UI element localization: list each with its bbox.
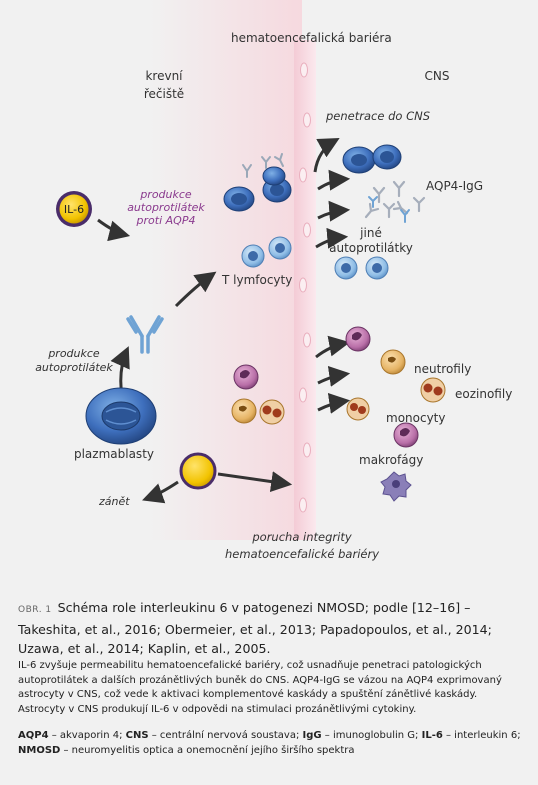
abbr-definition: – centrální nervová soustava;: [148, 730, 303, 741]
t-lymphocyte-icon: [365, 256, 389, 280]
abbr-term: AQP4: [18, 730, 49, 741]
antibody-large-icon: [126, 315, 164, 354]
b-cell-icon: [262, 166, 286, 186]
small-antibody-icons: [242, 153, 284, 178]
arrow-to-porucha: [217, 471, 293, 493]
abbr-definition: – imunoglobulin G;: [321, 730, 422, 741]
neutrophil-icon: [380, 349, 406, 375]
figure-caption-body: IL-6 zvyšuje permeabilitu hematoencefali…: [18, 660, 502, 715]
monocyty-label: monocyty: [386, 411, 445, 425]
macrophage-icon: [380, 471, 412, 502]
barrier-cells: [299, 62, 311, 513]
pink-cell-icon: [345, 326, 371, 352]
plasmablast-icon: [85, 387, 157, 445]
abbr-term: NMOSD: [18, 744, 61, 756]
pink-cell-icon: [233, 364, 259, 390]
il6-source-icon: [179, 452, 217, 490]
arrow-cross-5: [315, 335, 351, 359]
abbr-definition: – interleukin 6;: [442, 730, 521, 741]
produkce-line1: produkce: [47, 347, 100, 360]
jine-line2: autoprotilátky: [329, 241, 413, 255]
produkce-aqp4-line2: autoprotilátek: [127, 201, 205, 214]
t-lymphocyte-icon: [268, 236, 292, 260]
il6-arrow: [97, 218, 131, 242]
porucha-line1: porucha integrity: [251, 530, 351, 544]
penetrace-label: penetrace do CNS: [325, 109, 430, 123]
arrow-cross-6: [317, 365, 351, 387]
eosinophil-icon: [346, 397, 370, 421]
arrow-cross-7: [317, 392, 351, 414]
arrow-cross-3: [317, 200, 351, 222]
diagram-figure: hematoencefalická bariéra krevní řečiště…: [35, 0, 512, 561]
blood-label-line2: řečiště: [144, 87, 184, 101]
arrow-to-zanet: [142, 480, 179, 504]
arrow-cross-1: [313, 137, 340, 173]
blood-region: [150, 0, 302, 540]
aqp4-igg-label: AQP4-IgG: [426, 179, 483, 193]
neutrofily-label: neutrofily: [414, 362, 471, 376]
barrier-label: hematoencefalická bariéra: [231, 31, 392, 45]
abbr-definition: – neuromyelitis optica a onemocnění její…: [60, 744, 355, 756]
orange-cell-icon: [231, 398, 257, 424]
zanet-label: zánět: [98, 495, 130, 508]
abbr-definition: – akvaporin 4;: [48, 730, 126, 741]
produkce-aqp4-line1: produkce: [139, 188, 192, 201]
eosinophil-icon: [420, 377, 446, 403]
abbr-term: IL-6: [421, 730, 443, 741]
arrow-to-tcells: [174, 271, 217, 308]
eosinophil-icon: [259, 399, 285, 425]
il6-label: IL-6: [64, 203, 84, 216]
cns-label: CNS: [425, 69, 450, 83]
blood-label-line1: krevní: [145, 69, 183, 83]
arrow-cross-2: [317, 169, 351, 191]
eozinofily-label: eozinofily: [455, 387, 512, 401]
abbr-term: IgG: [302, 730, 322, 741]
antibody-cluster-icon: [364, 180, 426, 219]
antibody-blue-icon: [368, 196, 410, 223]
plazmablasty-label: plazmablasty: [74, 447, 154, 461]
monocyte-icon: [393, 422, 419, 448]
arrow-cross-4: [315, 227, 349, 249]
b-cell-icon: [342, 146, 376, 174]
makrofagy-label: makrofágy: [359, 453, 423, 467]
figure-number: OBR. 1: [18, 605, 52, 615]
t-lymphocyte-icon: [241, 244, 265, 268]
produkce-line2: autoprotilátek: [35, 361, 113, 374]
produkce-aqp4-line3: proti AQP4: [136, 214, 196, 227]
caption-title-text: Schéma role interleukinu 6 v patogenezi …: [18, 600, 492, 656]
b-cell-icon: [372, 144, 402, 170]
porucha-line2: hematoencefalické bariéry: [225, 547, 379, 561]
abbr-term: CNS: [125, 730, 149, 741]
il6-badge: IL-6: [56, 191, 92, 227]
jine-line1: jiné: [359, 226, 382, 240]
abbreviations: AQP4 – akvaporin 4; CNS – centrální nerv…: [18, 729, 523, 758]
b-cell-icon: [223, 186, 255, 212]
t-lymfocyty-label: T lymfocyty: [221, 273, 292, 287]
t-lymphocyte-icon: [334, 256, 358, 280]
